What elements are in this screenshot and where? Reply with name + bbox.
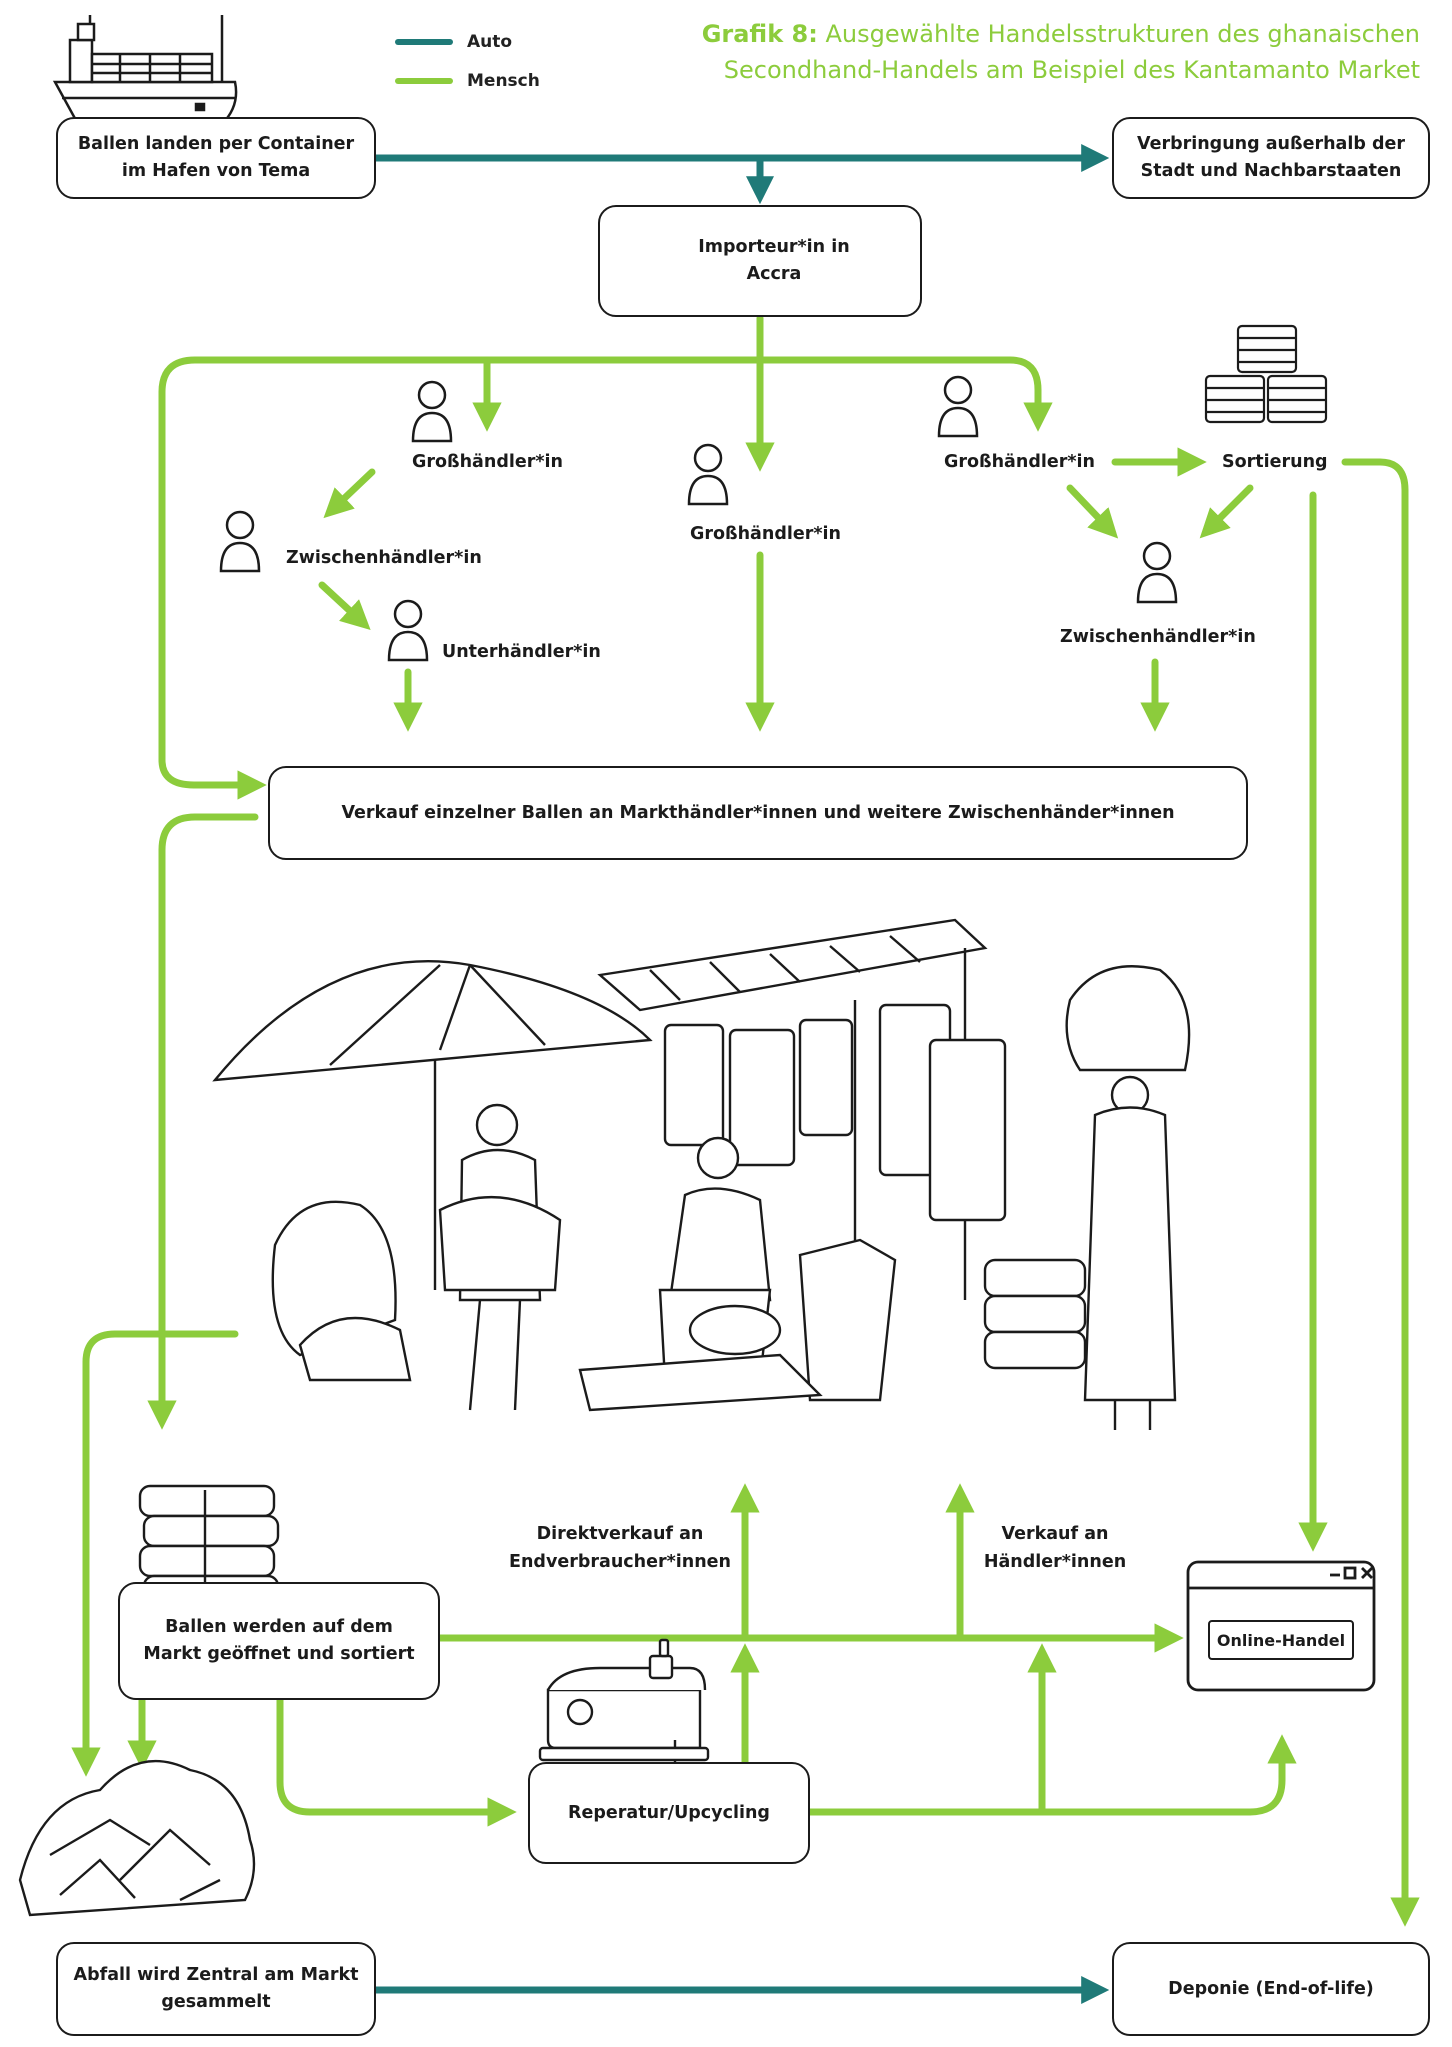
arrow-gross-to-zwischen-right [1066,484,1119,539]
box-verkauf-ballen: Verkauf einzelner Ballen an Markthändler… [268,766,1248,860]
arrow-gross-to-zwischen-left [323,468,376,519]
legend-auto: Auto [395,29,512,55]
label-zwischenhaendler-right: Zwischenhändler*in [1060,627,1256,647]
person-icon-zwischenhaendler-right [1136,541,1178,604]
legend-auto-label: Auto [467,32,513,52]
arrow-to-grosshaendler-right [756,356,1053,432]
person-icon-grosshaendler-center [687,443,729,506]
box-ballen-landen: Ballen landen per Container im Hafen von… [56,117,376,199]
label-grosshaendler-center: Großhändler*in [690,524,841,544]
person-icon-grosshaendler-left [411,380,453,443]
sewing-machine-illustration [538,1638,710,1762]
figure-title-line2: Secondhand-Handels am Beispiel des Kanta… [723,56,1420,84]
auto-arrows [372,144,1110,2004]
arrow-reperatur-right [804,1734,1297,1816]
legend-auto-swatch [395,39,453,45]
box-importeur-label: Importeur*in in Accra [698,237,850,284]
mensch-arrows [71,314,1420,1927]
legend-mensch: Mensch [395,68,540,94]
label-verkauf-haendler: Verkauf an Händler*innen [980,1520,1130,1576]
label-direktverkauf: Direktverkauf an Endverbraucher*innen [505,1520,735,1576]
person-icon-zwischenhaendler-left [219,510,261,573]
market-scene-illustration [212,918,1191,1430]
arrow-zwischen-to-unter [318,581,371,630]
box-abfall: Abfall wird Zentral am Markt gesammelt [56,1942,376,2036]
label-direktverkauf-line1: Direktverkauf an [536,1524,704,1544]
figure-title-line1: Ausgewählte Handelsstrukturen des ghanai… [825,20,1420,48]
box-ballen-geoeffnet: Ballen werden auf dem Markt geöffnet und… [118,1582,440,1700]
arrow-verkauf-to-ballen [147,813,259,1430]
label-verkauf-haendler-line1: Verkauf an [1001,1524,1109,1544]
person-icon-grosshaendler-right [937,375,979,438]
legend-mensch-label: Mensch [467,71,540,91]
label-sortierung: Sortierung [1222,452,1328,472]
label-grosshaendler-right: Großhändler*in [944,452,1095,472]
label-zwischenhaendler-left: Zwischenhändler*in [286,548,482,568]
waste-pile-illustration [18,1759,256,1917]
legend-mensch-swatch [395,78,453,84]
ship-illustration [52,15,238,126]
label-unterhaendler: Unterhändler*in [442,642,601,662]
arrow-sortierung-to-deponie [1341,458,1420,1927]
arrow-ballen-to-reperatur [276,1696,517,1827]
box-reperatur: Reperatur/Upcycling [528,1762,810,1864]
figure-title-prefix: Grafik 8: [701,20,818,48]
box-deponie: Deponie (End-of-life) [1112,1942,1430,2036]
arrow-importeur-left-loop [158,356,764,800]
arrow-market-to-abfall [71,1330,239,1777]
box-online-handel: Online-Handel [1208,1620,1354,1660]
box-verbringung: Verbringung außerhalb der Stadt und Nach… [1112,117,1430,199]
arrow-sortierung-to-zwischen [1199,484,1254,539]
label-direktverkauf-line2: Endverbraucher*innen [509,1552,731,1572]
label-grosshaendler-left: Großhändler*in [412,452,563,472]
person-icon-unterhaendler [387,599,429,662]
bale-stack-sortierung-icon [1204,324,1328,424]
label-verkauf-haendler-line2: Händler*innen [983,1552,1127,1572]
figure-title: Grafik 8: Ausgewählte Handelsstrukturen … [660,16,1420,88]
box-importeur: Importeur*in in Accra [598,205,922,317]
